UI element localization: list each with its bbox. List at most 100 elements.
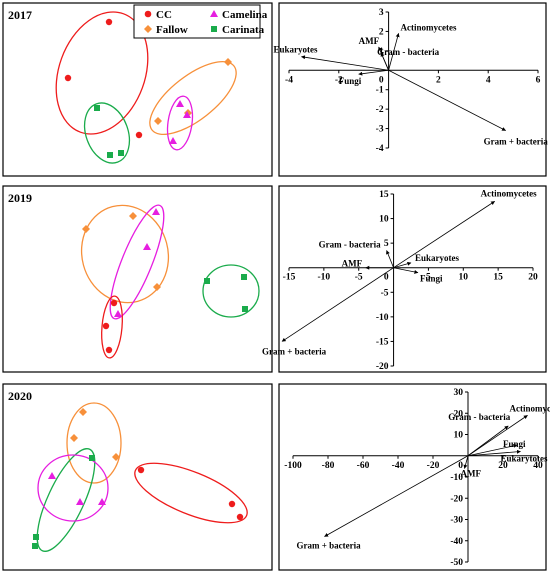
vector-label: Gram + bacteria <box>262 346 327 356</box>
legend-label-carinata: Carinata <box>222 24 265 36</box>
ellipse-cc <box>101 295 123 359</box>
ellipse-camelina <box>109 204 165 320</box>
point-carinata <box>32 543 38 549</box>
vector-arrow <box>301 55 389 71</box>
point-carinata <box>204 278 210 284</box>
vector-label: Eukarytotes <box>501 454 548 464</box>
point-cc <box>64 74 72 82</box>
y-tick-label: -1 <box>376 86 384 96</box>
origin-label: 0 <box>458 461 463 471</box>
legend-label-cc: CC <box>156 9 172 21</box>
y-tick-label: 2 <box>379 27 384 37</box>
point-camelina <box>143 243 151 250</box>
year-label: 2019 <box>8 191 32 205</box>
x-tick-label: 2 <box>436 75 441 85</box>
vector-label: Fungi <box>503 439 526 449</box>
point-fallow <box>224 58 232 66</box>
biplot-panel-2020 <box>278 383 547 571</box>
vector-arrow <box>393 261 412 269</box>
point-camelina <box>152 208 160 215</box>
y-tick-label: -20 <box>450 494 463 504</box>
biplot-panel-2017 <box>278 2 547 177</box>
vector-label: Gram - bacteria <box>377 47 439 57</box>
x-tick-label: -40 <box>392 461 405 471</box>
vector-label: Actinomycetes <box>510 403 550 413</box>
vector-label: Gram - bacteria <box>319 240 381 250</box>
panel-border <box>2 383 273 571</box>
vector-label: Eukaryotes <box>415 253 460 263</box>
point-cc <box>105 346 113 354</box>
point-fallow <box>154 117 162 125</box>
point-fallow <box>129 212 137 220</box>
y-tick-label: 20 <box>454 409 464 419</box>
vector-label: AMF <box>342 259 363 269</box>
vector-label: Eukaryotes <box>273 45 318 55</box>
ellipse-carinata <box>202 264 260 318</box>
vector-arrow <box>467 415 528 457</box>
point-carinata <box>242 306 248 312</box>
x-tick-label: 4 <box>486 75 491 85</box>
point-camelina <box>114 310 122 317</box>
point-camelina <box>176 100 184 107</box>
panel-border <box>2 185 273 373</box>
y-tick-label: -10 <box>376 313 389 323</box>
y-tick-label: -4 <box>376 144 384 154</box>
ellipse-carinata <box>83 102 131 164</box>
point-cc <box>105 18 113 26</box>
vector-arrow <box>467 443 518 457</box>
ellipse-carinata <box>36 448 96 552</box>
year-label: 2020 <box>8 389 32 403</box>
legend-marker-camelina <box>210 10 218 17</box>
vector-arrow <box>393 201 495 269</box>
point-camelina <box>76 498 84 505</box>
x-tick-label: -10 <box>318 273 331 283</box>
vector-label: AMF <box>461 469 482 479</box>
point-fallow <box>79 408 87 416</box>
point-cc <box>102 322 110 330</box>
vector-arrow <box>386 250 394 268</box>
x-tick-label: 10 <box>459 273 469 283</box>
y-tick-label: -15 <box>376 337 389 347</box>
x-tick-label: -5 <box>355 273 363 283</box>
legend-label-fallow: Fallow <box>156 24 188 36</box>
year-label: 2017 <box>8 8 32 22</box>
x-tick-label: 40 <box>533 461 543 471</box>
y-tick-label: -20 <box>376 362 389 372</box>
y-tick-label: 10 <box>379 215 389 225</box>
legend-marker-carinata <box>211 26 217 32</box>
point-fallow <box>153 283 161 291</box>
legend-box <box>133 4 261 39</box>
x-tick-label: 5 <box>426 273 431 283</box>
vector-arrow <box>324 455 469 537</box>
vector-arrow <box>358 69 389 76</box>
ellipse-camelina <box>37 454 109 522</box>
origin-label: 0 <box>379 75 384 85</box>
y-tick-label: 15 <box>379 190 389 200</box>
point-camelina <box>183 111 191 118</box>
x-tick-label: 20 <box>498 461 508 471</box>
ordination-panel-2019: 2019 <box>2 185 273 373</box>
point-camelina <box>98 498 106 505</box>
vector-arrow <box>388 69 506 131</box>
x-tick-label: -80 <box>322 461 335 471</box>
vector-label: Gram - bacteria <box>448 412 510 422</box>
ellipse-fallow <box>80 204 170 304</box>
y-tick-label: -30 <box>450 516 463 526</box>
point-cc <box>228 500 236 508</box>
legend-marker-fallow <box>144 25 152 33</box>
vector-label: Actinomycetes <box>481 188 537 198</box>
ellipse-fallow <box>149 60 237 136</box>
legend-label-camelina: Camelina <box>222 9 268 21</box>
x-tick-label: -20 <box>427 461 440 471</box>
y-tick-label: -40 <box>450 537 463 547</box>
x-tick-label: 6 <box>536 75 541 85</box>
vector-arrow <box>467 425 509 457</box>
vector-label: Fungi <box>339 76 362 86</box>
point-camelina <box>169 137 177 144</box>
y-tick-label: 10 <box>454 431 464 441</box>
vector-label: Gram + bacteria <box>484 137 549 147</box>
